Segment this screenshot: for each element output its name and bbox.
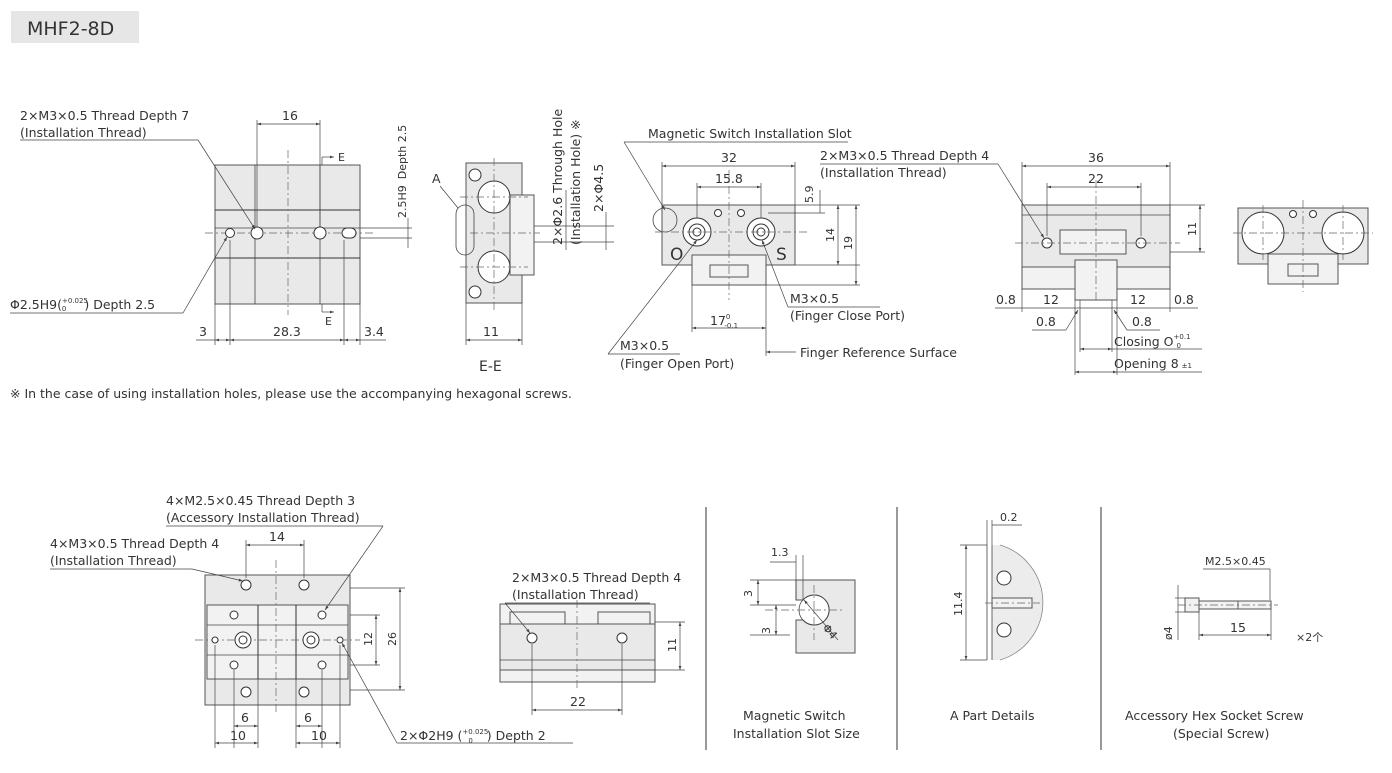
svg-text:4×M3×0.5 Thread Depth 4: 4×M3×0.5 Thread Depth 4 xyxy=(50,536,219,551)
svg-text:11: 11 xyxy=(483,324,499,339)
svg-text:2×Φ4.5: 2×Φ4.5 xyxy=(591,164,606,212)
svg-text:32: 32 xyxy=(721,150,737,165)
model-tag: MHF2-8D xyxy=(11,11,139,43)
svg-text:ø4: ø4 xyxy=(1162,626,1175,640)
svg-text:(Installation Thread): (Installation Thread) xyxy=(512,587,639,602)
svg-text:12: 12 xyxy=(362,632,375,646)
svg-text:3: 3 xyxy=(199,324,207,339)
svg-text:2.5H9Depth 2.5: 2.5H9Depth 2.5 xyxy=(396,125,409,218)
svg-text:11.4: 11.4 xyxy=(952,592,965,617)
bottom-view: 4×M2.5×0.45 Thread Depth 3 (Accessory In… xyxy=(50,493,573,748)
svg-text:(Installation Hole) ※: (Installation Hole) ※ xyxy=(568,119,583,245)
svg-text:E: E xyxy=(338,151,345,164)
svg-text:E: E xyxy=(325,315,332,328)
svg-text:Accessory Hex Socket Screw: Accessory Hex Socket Screw xyxy=(1125,708,1304,723)
svg-text:A Part Details: A Part Details xyxy=(950,708,1035,723)
svg-text:M2.5×0.45: M2.5×0.45 xyxy=(1205,555,1266,568)
svg-text:3: 3 xyxy=(760,627,773,634)
side-view: O S 32 15.8 Magnetic Switch Installation… xyxy=(607,126,957,371)
svg-text:Finger Reference Surface: Finger Reference Surface xyxy=(800,345,957,360)
rear-view: 2×M3×0.5 Thread Depth 4 (Installation Th… xyxy=(499,570,685,715)
svg-text:(Finger Close Port): (Finger Close Port) xyxy=(790,308,905,323)
svg-text:Magnetic Switch: Magnetic Switch xyxy=(743,708,846,723)
svg-text:2×M3×0.5 Thread Depth 4: 2×M3×0.5 Thread Depth 4 xyxy=(512,570,681,585)
svg-text:1.3: 1.3 xyxy=(771,546,789,559)
svg-text:M3×0.5: M3×0.5 xyxy=(620,338,669,353)
svg-text:3.4: 3.4 xyxy=(364,324,384,339)
svg-text:6: 6 xyxy=(241,710,249,725)
a-part-detail: 0.2 11.4 A Part Details xyxy=(950,511,1044,723)
svg-text:Magnetic Switch Installation S: Magnetic Switch Installation Slot xyxy=(648,126,852,141)
svg-text:26: 26 xyxy=(386,632,399,646)
svg-text:S: S xyxy=(776,245,787,265)
top-view: 2×M3×0.5 Thread Depth 4 (Installation Th… xyxy=(820,148,1205,375)
svg-text:19: 19 xyxy=(842,236,855,250)
svg-text:(Installation Thread): (Installation Thread) xyxy=(50,553,177,568)
note-text: ※ In the case of using installation hole… xyxy=(10,386,572,401)
svg-text:10: 10 xyxy=(230,728,246,743)
svg-text:12: 12 xyxy=(1130,292,1146,307)
svg-text:36: 36 xyxy=(1088,150,1104,165)
svg-text:Closing O+0.10: Closing O+0.10 xyxy=(1114,333,1191,350)
svg-text:10: 10 xyxy=(311,728,327,743)
svg-text:11: 11 xyxy=(1186,222,1199,236)
svg-text:0.8: 0.8 xyxy=(1132,314,1152,329)
svg-text:0.2: 0.2 xyxy=(1000,511,1018,524)
svg-text:3: 3 xyxy=(742,590,755,597)
svg-text:14: 14 xyxy=(269,529,285,544)
svg-text:0.8: 0.8 xyxy=(1036,314,1056,329)
front-view: E E 16 3 28.3 3.4 2×M3×0.5 Thread Depth … xyxy=(10,108,412,345)
slot-detail: 1.3 3 3 Φ4 Magnetic Switch Installation … xyxy=(733,546,860,741)
model-title: MHF2-8D xyxy=(27,18,114,40)
screw-detail: M2.5×0.45 ø4 15 ×2个 Accessory Hex Socket… xyxy=(1125,555,1323,741)
svg-text:12: 12 xyxy=(1043,292,1059,307)
svg-text:(Finger Open Port): (Finger Open Port) xyxy=(620,356,734,371)
svg-text:(Installation Thread): (Installation Thread) xyxy=(820,165,947,180)
svg-text:E-E: E-E xyxy=(479,359,502,375)
svg-text:6: 6 xyxy=(304,710,312,725)
svg-text:16: 16 xyxy=(282,108,298,123)
mount-thread-hole xyxy=(250,226,264,240)
svg-text:Opening 8±1: Opening 8±1 xyxy=(1114,356,1192,371)
svg-text:×2个: ×2个 xyxy=(1296,631,1323,644)
svg-text:2×Φ2.6 Through Hole: 2×Φ2.6 Through Hole xyxy=(550,109,565,245)
svg-text:170-0.1: 170-0.1 xyxy=(710,313,738,330)
svg-text:22: 22 xyxy=(570,694,586,709)
svg-text:22: 22 xyxy=(1088,171,1104,186)
svg-text:28.3: 28.3 xyxy=(273,324,301,339)
mount-thread-hole xyxy=(313,226,327,240)
pin-hole xyxy=(225,228,235,238)
svg-text:2×M3×0.5 Thread Depth 7: 2×M3×0.5 Thread Depth 7 xyxy=(20,108,189,123)
svg-text:O: O xyxy=(670,245,683,265)
svg-text:(Accessory Installation Thread: (Accessory Installation Thread) xyxy=(166,510,360,525)
svg-text:0.8: 0.8 xyxy=(1174,292,1194,307)
svg-text:2×M3×0.5 Thread Depth 4: 2×M3×0.5 Thread Depth 4 xyxy=(820,148,989,163)
section-view: A 11 E-E 2×Φ2.6 Through Hole (Installati… xyxy=(432,109,614,375)
svg-text:Installation Slot Size: Installation Slot Size xyxy=(733,726,860,741)
svg-text:15.8: 15.8 xyxy=(715,171,743,186)
svg-text:4×M2.5×0.45 Thread Depth 3: 4×M2.5×0.45 Thread Depth 3 xyxy=(166,493,355,508)
svg-text:(Special Screw): (Special Screw) xyxy=(1173,726,1269,741)
svg-text:15: 15 xyxy=(1230,620,1246,635)
svg-text:M3×0.5: M3×0.5 xyxy=(790,291,839,306)
svg-text:5.9: 5.9 xyxy=(803,186,816,204)
svg-text:(Installation Thread): (Installation Thread) xyxy=(20,125,147,140)
end-view xyxy=(1233,200,1373,292)
svg-text:0.8: 0.8 xyxy=(996,292,1016,307)
svg-text:14: 14 xyxy=(824,228,837,242)
svg-text:11: 11 xyxy=(666,638,679,652)
svg-text:A: A xyxy=(432,171,441,186)
